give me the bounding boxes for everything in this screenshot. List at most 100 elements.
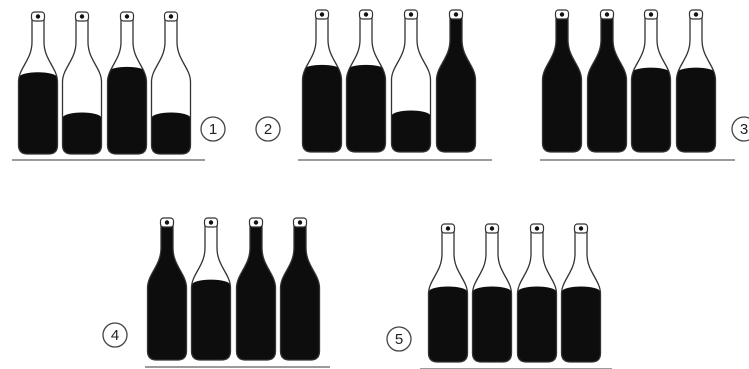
- bottle-outline: [516, 231, 558, 363]
- liquid-fill: [302, 68, 342, 152]
- liquid-fill: [62, 116, 102, 154]
- liquid-fill: [676, 71, 716, 152]
- bottle-group-2: 2: [255, 9, 492, 161]
- bottle-outline: [190, 225, 232, 361]
- bottle: [106, 11, 148, 155]
- liquid-surface: [392, 110, 430, 121]
- bottle-outline: [17, 19, 59, 155]
- cap-dot: [79, 14, 85, 19]
- liquid-surface: [192, 279, 230, 290]
- liquid-fill: [561, 290, 601, 362]
- bottle: [586, 9, 628, 153]
- bottle-group-5: 5: [386, 223, 612, 369]
- liquid-fill: [236, 226, 276, 360]
- liquid-fill: [151, 116, 191, 154]
- cap-dot: [453, 12, 459, 17]
- bottle: [146, 217, 188, 361]
- bottle: [516, 223, 558, 363]
- bottle-outline: [61, 19, 103, 155]
- liquid-fill: [147, 226, 187, 360]
- cap-dot: [208, 220, 214, 225]
- bottle-outline: [146, 225, 188, 361]
- bottle: [560, 223, 602, 363]
- group-label-circle: [200, 116, 226, 142]
- cap-dot: [168, 14, 174, 19]
- liquid-fill: [346, 68, 386, 152]
- bottle-outline: [390, 17, 432, 153]
- liquid-surface: [303, 64, 341, 75]
- cap-dot: [408, 12, 414, 17]
- bottle: [471, 223, 513, 363]
- liquid-surface: [473, 286, 511, 297]
- liquid-surface: [19, 72, 57, 83]
- group-label: 1: [209, 121, 217, 138]
- liquid-surface: [518, 286, 556, 297]
- bottle: [190, 217, 232, 361]
- bottle: [390, 9, 432, 153]
- liquid-surface: [108, 66, 146, 77]
- bottle-outline: [560, 231, 602, 363]
- cap-dot: [559, 12, 565, 17]
- cap-dot: [124, 14, 130, 19]
- cap-dot: [253, 220, 259, 225]
- bottle-group-1: 1: [12, 11, 226, 161]
- cap-dot: [489, 226, 495, 231]
- liquid-fill: [18, 76, 58, 154]
- bottle-outline: [586, 17, 628, 153]
- bottle: [235, 217, 277, 361]
- bottle-outline: [675, 17, 717, 153]
- bottle: [675, 9, 717, 153]
- bottle: [435, 9, 477, 153]
- cap-dot: [319, 12, 325, 17]
- bottle-outline: [301, 17, 343, 153]
- liquid-fill: [472, 290, 512, 362]
- liquid-fill: [428, 290, 468, 362]
- bottle-outline: [471, 231, 513, 363]
- cap-dot: [534, 226, 540, 231]
- cap-dot: [648, 12, 654, 17]
- liquid-surface: [632, 67, 670, 78]
- bottle-outline: [235, 225, 277, 361]
- bottle: [541, 9, 583, 153]
- cap-dot: [297, 220, 303, 225]
- bottle-outline: [630, 17, 672, 153]
- liquid-fill: [391, 114, 431, 152]
- bottle: [17, 11, 59, 155]
- group-label-circle: [731, 116, 749, 142]
- bottle: [61, 11, 103, 155]
- bottle-group-4: 4: [102, 217, 330, 368]
- group-label-circle: [255, 116, 281, 142]
- bottle-outline: [106, 19, 148, 155]
- bottle: [301, 9, 343, 153]
- liquid-surface: [347, 64, 385, 75]
- bottle: [630, 9, 672, 153]
- group-label-circle: [386, 326, 412, 352]
- group-label: 2: [264, 121, 272, 138]
- bottle: [150, 11, 192, 155]
- cap-dot: [35, 14, 41, 19]
- liquid-fill: [587, 18, 627, 152]
- liquid-surface: [677, 67, 715, 78]
- liquid-fill: [107, 70, 147, 154]
- cap-dot: [164, 220, 170, 225]
- liquid-surface: [429, 286, 467, 297]
- cap-dot: [693, 12, 699, 17]
- liquid-fill: [542, 18, 582, 152]
- cap-dot: [578, 226, 584, 231]
- cap-dot: [363, 12, 369, 17]
- cap-dot: [604, 12, 610, 17]
- group-label: 4: [111, 327, 119, 344]
- liquid-fill: [280, 226, 320, 360]
- cap-dot: [445, 226, 451, 231]
- liquid-surface: [63, 112, 101, 123]
- bottle: [279, 217, 321, 361]
- bottle-outline: [150, 19, 192, 155]
- liquid-fill: [191, 283, 231, 360]
- bottle-outline: [541, 17, 583, 153]
- liquid-surface: [152, 112, 190, 123]
- liquid-fill: [517, 290, 557, 362]
- bottle: [427, 223, 469, 363]
- bottle-outline: [345, 17, 387, 153]
- liquid-fill: [436, 18, 476, 152]
- liquid-surface: [562, 286, 600, 297]
